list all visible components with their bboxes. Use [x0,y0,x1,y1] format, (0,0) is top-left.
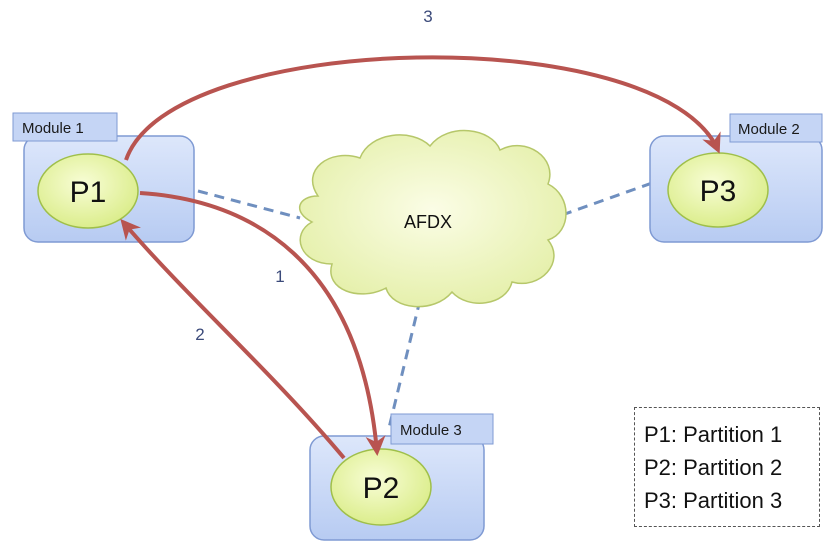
afdx-cloud-shape [299,129,567,308]
flow-arrow-1 [139,191,386,456]
module-2-label-box [729,113,823,143]
legend-item-p1: P1: Partition 1 [644,422,783,447]
afdx-cloud: AFDX [299,129,567,308]
module-3-label: Module 3 [400,422,462,439]
link-p2-afdx [386,299,422,433]
partition-p3-label: P3 [700,175,737,208]
module-1-label-box [12,112,118,142]
afdx-links [197,181,653,433]
partition-p1: P1 [37,153,139,229]
partition-p2: P2 [330,448,432,526]
partition-p2-label: P2 [363,472,400,505]
module-3-label-box [390,413,494,445]
flow-label-3: 3 [423,7,432,26]
partition-p1-shape [37,153,139,229]
flow-label-2: 2 [195,325,204,344]
partition-p1-label: P1 [70,176,107,209]
module-2-label: Module 2 [738,121,800,138]
flow-arrows [120,55,721,460]
link-p1-afdx [197,189,301,220]
legend-item-p2: P2: Partition 2 [644,455,783,480]
link-p3-afdx [561,181,653,217]
flow-label-1: 1 [275,267,284,286]
legend-item-p3: P3: Partition 3 [644,488,783,513]
flow-arrow-2 [120,218,346,460]
legend-box: P1: Partition 1 P2: Partition 2 P3: Part… [634,407,820,527]
module-1-label: Module 1 [22,120,84,137]
partition-p3: P3 [667,152,769,228]
flow-arrow-3 [124,55,721,161]
afdx-label: AFDX [404,212,452,232]
